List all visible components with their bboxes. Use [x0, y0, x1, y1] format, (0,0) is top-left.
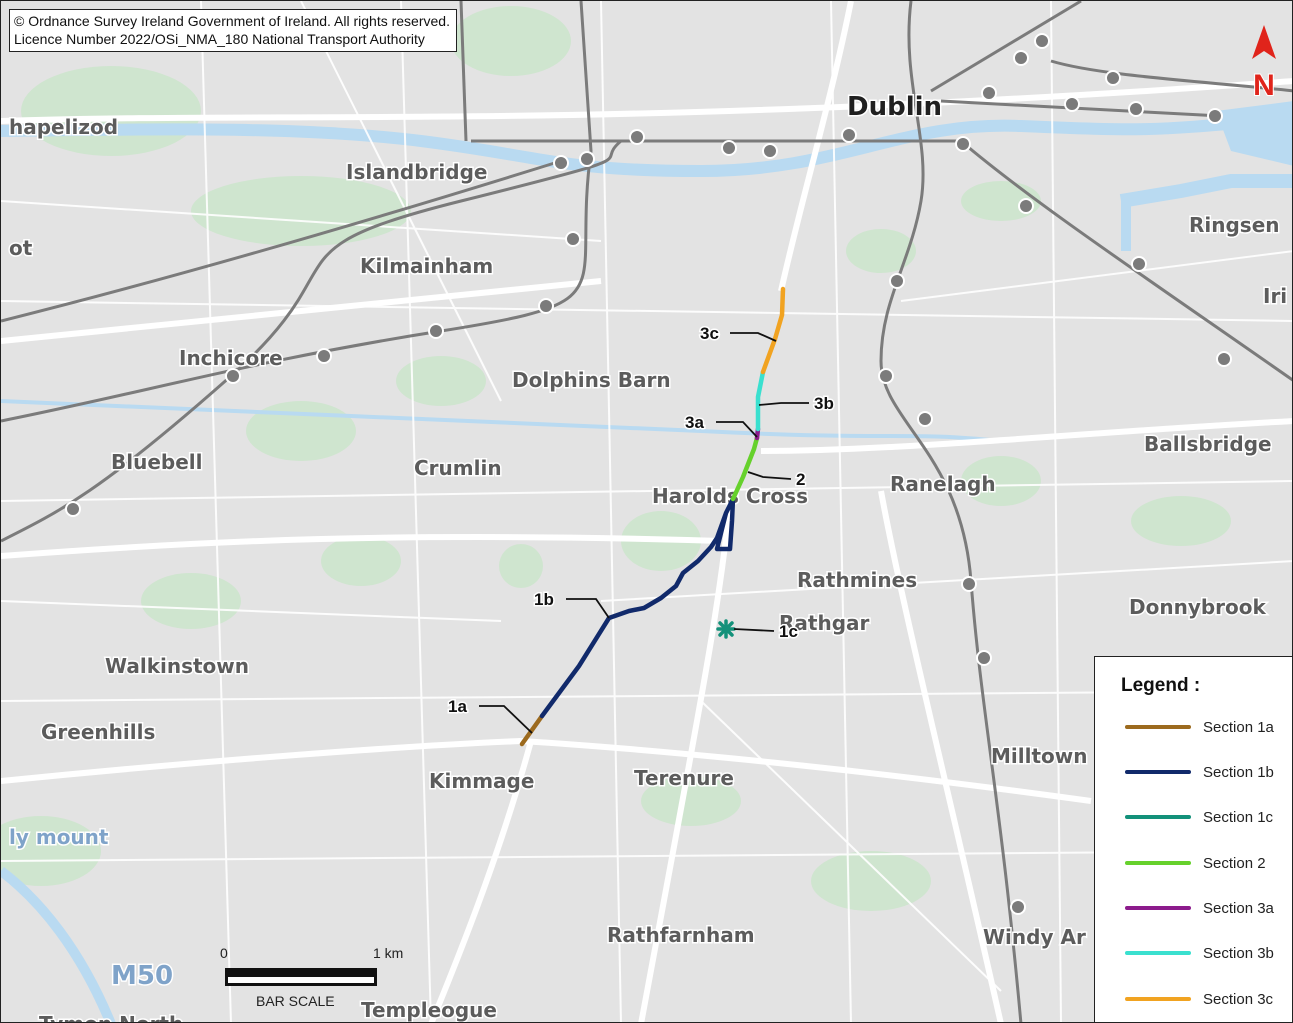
place-inchicore: Inchicore — [179, 346, 283, 370]
place-tymon-north: Tymon North — [39, 1012, 183, 1023]
place-rathgar: Rathgar — [779, 611, 870, 635]
legend-item-section-1b: Section 1b — [1125, 762, 1274, 782]
copyright-notice: © Ordnance Survey Ireland Government of … — [9, 9, 457, 52]
place-bushy-park: ly mount — [9, 825, 109, 849]
scale-caption: BAR SCALE — [256, 993, 335, 1009]
legend-label: Section 3b — [1203, 944, 1274, 962]
scale-bar: 0 1 km BAR SCALE — [201, 941, 421, 1016]
route-section-3c — [760, 286, 786, 375]
place-irish: Iri — [1263, 284, 1287, 308]
place-donnybrook: Donnybrook — [1129, 595, 1267, 619]
place-m50: M50 — [111, 961, 173, 991]
legend: Legend : Section 1a Section 1b Section 1… — [1094, 656, 1292, 1022]
route-section-2 — [730, 435, 760, 502]
legend-label: Section 1c — [1203, 808, 1274, 826]
legend-swatch — [1125, 861, 1191, 865]
route-label-3a: 3a — [685, 413, 704, 432]
place-kilmainham: Kilmainham — [360, 254, 493, 278]
legend-swatch — [1125, 770, 1191, 774]
legend-label: Section 1b — [1203, 763, 1274, 781]
place-ballsbridge: Ballsbridge — [1144, 432, 1272, 456]
place-walkinstown: Walkinstown — [105, 654, 249, 678]
legend-swatch — [1125, 815, 1191, 819]
place-kimmage: Kimmage — [429, 769, 534, 793]
legend-swatch — [1125, 725, 1191, 729]
legend-label: Section 3a — [1203, 899, 1274, 917]
copyright-line-2: Licence Number 2022/OSi_NMA_180 National… — [14, 31, 425, 47]
legend-item-section-1a: Section 1a — [1125, 717, 1274, 737]
route-label-3b: 3b — [814, 394, 834, 413]
legend-item-section-1c: Section 1c — [1125, 807, 1273, 827]
legend-item-section-3a: Section 3a — [1125, 898, 1274, 918]
route-section-3b — [755, 369, 766, 432]
copyright-line-1: © Ordnance Survey Ireland Government of … — [14, 13, 450, 29]
place-labels: Dublin hapelizod Islandbridge Kilmainham… — [8, 91, 1289, 1023]
route-label-1c: 1c — [779, 622, 798, 641]
place-ringsend: Ringsen — [1189, 213, 1280, 237]
legend-item-section-3b: Section 3b — [1125, 943, 1274, 963]
route-leader-lines — [479, 332, 809, 734]
route-label-1b: 1b — [534, 590, 554, 609]
place-ranelagh: Ranelagh — [890, 472, 996, 496]
route-labels: 1a 1b 1c 2 3a 3b 3c — [447, 323, 836, 718]
place-greenhills: Greenhills — [41, 720, 155, 744]
stations — [65, 33, 1232, 915]
route-section-1b — [539, 496, 736, 719]
legend-label: Section 2 — [1203, 854, 1266, 872]
place-chapelizod: hapelizod — [9, 115, 118, 139]
legend-label: Section 1a — [1203, 718, 1274, 736]
place-dublin: Dublin — [847, 92, 942, 122]
route-label-2: 2 — [796, 470, 805, 489]
north-label: N — [1253, 69, 1275, 101]
place-rathfarnham: Rathfarnham — [607, 923, 755, 947]
docklands-water — [1216, 101, 1292, 166]
route-section-1a — [519, 713, 545, 747]
route-label-1a: 1a — [448, 697, 467, 716]
route-sections — [519, 286, 786, 747]
north-arrow-icon: N — [1244, 21, 1284, 101]
route-label-3c: 3c — [700, 324, 719, 343]
place-terenure: Terenure — [634, 766, 734, 790]
scale-bar-graphic — [225, 968, 377, 986]
legend-item-section-3c: Section 3c — [1125, 989, 1273, 1009]
place-bluebell: Bluebell — [111, 450, 203, 474]
legend-label: Section 3c — [1203, 990, 1274, 1008]
place-crumlin: Crumlin — [414, 456, 502, 480]
legend-swatch — [1125, 906, 1191, 910]
route-section-1c — [716, 619, 736, 639]
place-milltown: Milltown — [991, 744, 1087, 768]
scale-start-label: 0 — [220, 945, 228, 961]
legend-swatch — [1125, 951, 1191, 955]
waterways — [1, 115, 1292, 1022]
legend-swatch — [1125, 997, 1191, 1001]
place-rathmines: Rathmines — [797, 568, 917, 592]
place-windy-arbour: Windy Ar — [983, 925, 1086, 949]
place-ot: ot — [9, 236, 33, 260]
place-islandbridge: Islandbridge — [346, 160, 487, 184]
legend-item-section-2: Section 2 — [1125, 853, 1266, 873]
place-templeogue: Templeogue — [361, 998, 497, 1022]
place-dolphins-barn: Dolphins Barn — [512, 368, 671, 392]
legend-title: Legend : — [1121, 675, 1201, 696]
parks — [1, 6, 1231, 911]
scale-end-label: 1 km — [373, 945, 404, 961]
